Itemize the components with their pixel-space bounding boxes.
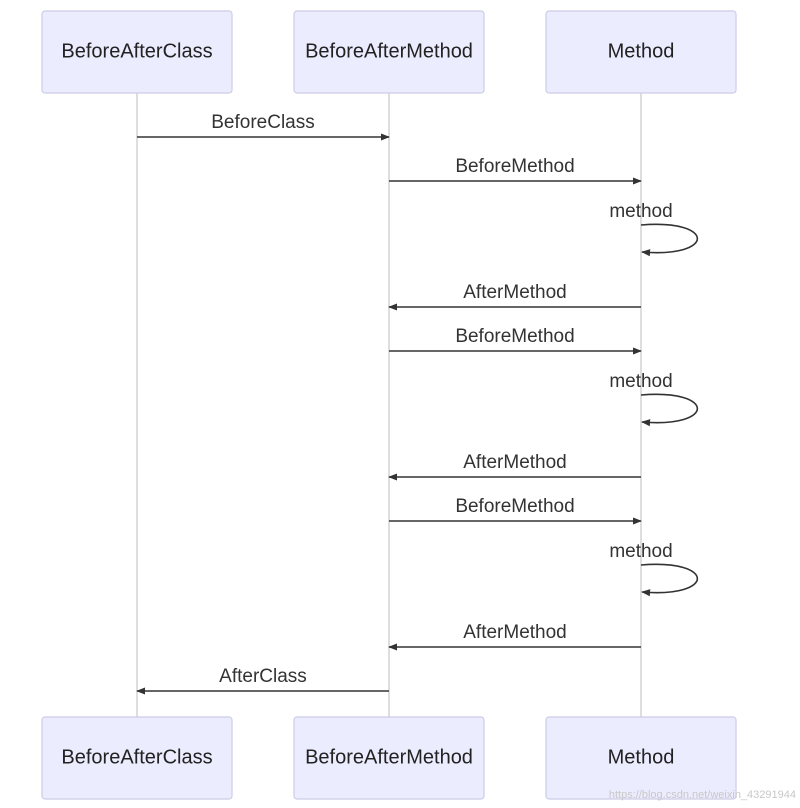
message: AfterClass: [136, 666, 389, 695]
actor-top-bam: BeforeAfterMethod: [293, 10, 485, 94]
actor-top-m: Method: [545, 10, 737, 94]
actor-box: [293, 716, 485, 800]
actor-bottom-bac: BeforeAfterClass: [41, 716, 233, 800]
message-label: BeforeMethod: [455, 326, 574, 347]
actor-top-bac: BeforeAfterClass: [41, 10, 233, 94]
message-label: method: [609, 201, 672, 222]
message: AfterMethod: [388, 452, 641, 481]
message: BeforeClass: [137, 112, 390, 141]
self-message-arrow: [640, 223, 699, 257]
self-message-arrow: [640, 563, 699, 597]
actor-label: BeforeAfterMethod: [305, 40, 473, 62]
actor-box: [41, 716, 233, 800]
message: method: [609, 201, 699, 257]
message: BeforeMethod: [389, 326, 642, 355]
actor-box: [545, 10, 737, 94]
message: AfterMethod: [388, 622, 641, 651]
message: AfterMethod: [388, 282, 641, 311]
actor-box: [293, 10, 485, 94]
message: BeforeMethod: [389, 156, 642, 185]
actor-box: [545, 716, 737, 800]
message-label: method: [609, 371, 672, 392]
message-label: AfterMethod: [463, 282, 567, 303]
message-label: method: [609, 541, 672, 562]
actor-label: BeforeAfterClass: [61, 40, 212, 62]
message: method: [609, 541, 699, 597]
message-label: BeforeMethod: [455, 156, 574, 177]
actor-label: BeforeAfterMethod: [305, 746, 473, 768]
actor-bottom-m: Method: [545, 716, 737, 800]
actor-label: Method: [608, 40, 675, 62]
message-label: BeforeMethod: [455, 496, 574, 517]
message: method: [609, 371, 699, 427]
actor-label: BeforeAfterClass: [61, 746, 212, 768]
self-message-arrow: [640, 393, 699, 427]
message-label: AfterMethod: [463, 622, 567, 643]
message-label: BeforeClass: [211, 112, 315, 133]
message-label: AfterMethod: [463, 452, 567, 473]
message-label: AfterClass: [219, 666, 307, 687]
message: BeforeMethod: [389, 496, 642, 525]
actor-bottom-bam: BeforeAfterMethod: [293, 716, 485, 800]
actor-box: [41, 10, 233, 94]
watermark-text: https://blog.csdn.net/weixin_43291944: [609, 789, 796, 801]
actor-label: Method: [608, 746, 675, 768]
